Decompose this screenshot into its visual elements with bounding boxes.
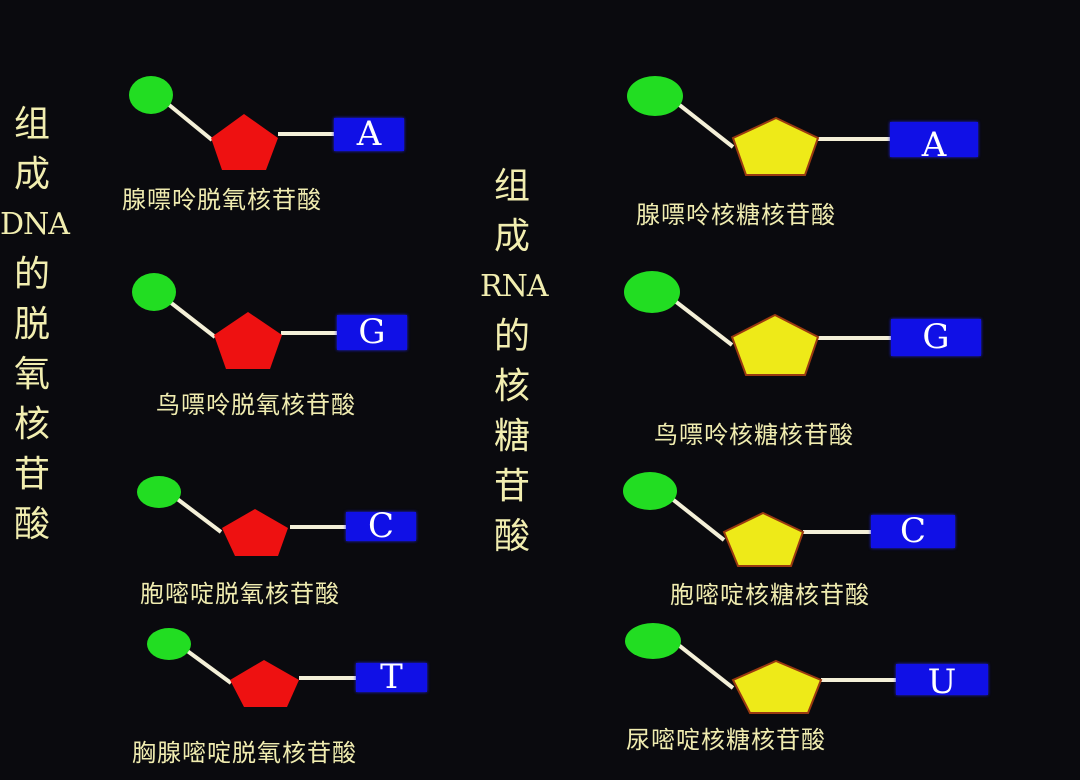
title-char: RNA — [480, 269, 549, 304]
title-char: 核 — [13, 404, 50, 445]
title-char: 酸 — [13, 504, 50, 545]
title-char: 组 — [13, 104, 50, 145]
base-box: C — [871, 514, 955, 548]
nucleotide-label: 鸟嘌呤脱氧核苷酸 — [156, 391, 356, 419]
title-char: 氧 — [13, 354, 50, 395]
title-char: 的 — [493, 316, 530, 357]
nucleotide-label: 胸腺嘧啶脱氧核苷酸 — [132, 739, 357, 767]
base-box: T — [356, 660, 427, 694]
ribose-pentagon-icon — [731, 659, 823, 714]
base-box: G — [337, 315, 407, 350]
phosphate-icon — [132, 273, 176, 311]
nucleotide-label: 尿嘧啶核糖核苷酸 — [626, 726, 826, 754]
title-char: 苷 — [13, 454, 50, 495]
nucleotide-label: 胞嘧啶脱氧核苷酸 — [140, 580, 340, 608]
phosphate-icon — [623, 472, 677, 510]
phosphate-icon — [129, 76, 173, 114]
rna-vertical-title: 组 成 RNA 的 核 糖 苷 酸 — [480, 162, 549, 562]
phosphate-icon — [147, 628, 191, 660]
phosphate-icon — [137, 476, 181, 508]
deoxyribose-pentagon-icon — [222, 509, 288, 556]
phosphate-icon — [625, 623, 681, 659]
title-char: 组 — [493, 166, 530, 207]
deoxyribose-pentagon-icon — [214, 312, 282, 369]
title-char: 苷 — [493, 466, 530, 507]
nucleotide-label: 鸟嘌呤核糖核苷酸 — [654, 421, 854, 449]
title-char: DNA — [0, 207, 70, 242]
base-box: A — [334, 117, 404, 151]
title-char: 核 — [493, 366, 530, 407]
ribose-pentagon-icon — [731, 116, 820, 176]
title-char: 糖 — [493, 416, 530, 457]
dna-vertical-title: 组 成 DNA 的 脱 氧 核 苷 酸 — [0, 100, 70, 550]
nucleotide-label: 胞嘧啶核糖核苷酸 — [670, 581, 870, 609]
title-char: 脱 — [13, 304, 50, 345]
base-box: G — [891, 319, 981, 356]
title-char: 的 — [13, 254, 50, 295]
nucleotide-label: 腺嘌呤核糖核苷酸 — [636, 201, 836, 229]
base-box: U — [896, 664, 988, 700]
deoxyribose-pentagon-icon — [230, 660, 299, 707]
phosphate-icon — [627, 76, 683, 116]
title-char: 成 — [13, 154, 50, 195]
deoxyribose-pentagon-icon — [211, 114, 278, 170]
ribose-pentagon-icon — [722, 511, 805, 567]
title-char: 酸 — [493, 516, 530, 557]
phosphate-icon — [624, 271, 680, 313]
ribose-pentagon-icon — [730, 313, 820, 376]
nucleotide-label: 腺嘌呤脱氧核苷酸 — [122, 186, 322, 214]
base-box: C — [346, 509, 416, 543]
title-char: 成 — [493, 216, 530, 257]
